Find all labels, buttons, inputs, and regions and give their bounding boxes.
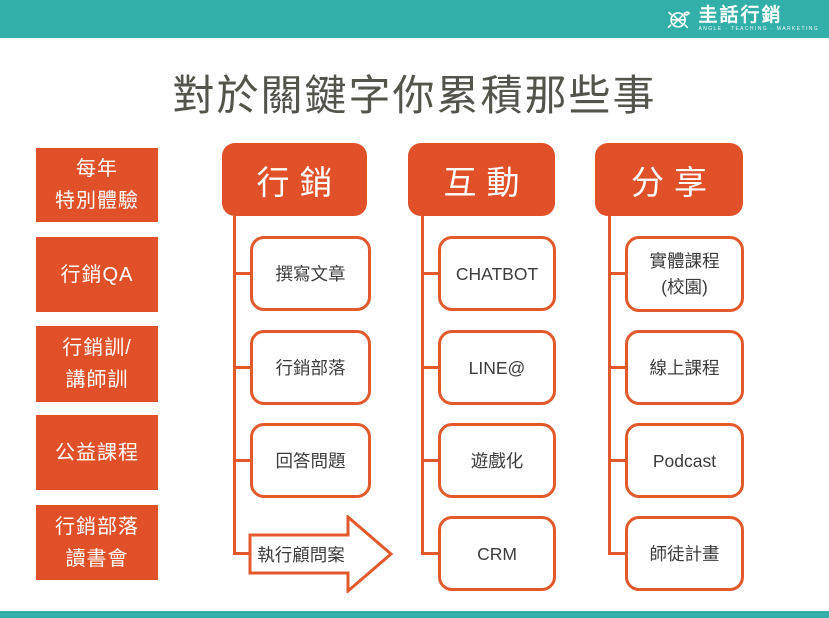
connector-line xyxy=(608,366,625,369)
connector-line xyxy=(233,216,236,554)
child-box-answer-questions: 回答問題 xyxy=(250,423,371,498)
column-header-interaction: 互動 xyxy=(408,143,555,216)
child-box-crm: CRM xyxy=(438,516,556,591)
connector-line xyxy=(233,366,250,369)
top-bar: 圭話行銷 ANGLE · TEACHING · MARKETING xyxy=(0,0,829,38)
left-box-line: 行銷QA xyxy=(60,263,134,286)
left-box-line: 行銷部落 xyxy=(55,515,139,538)
child-box-mentorship: 師徒計畫 xyxy=(625,516,744,591)
connector-line xyxy=(608,552,625,555)
connector-line xyxy=(608,459,625,462)
connector-line xyxy=(608,272,625,275)
right-arrow-shape xyxy=(248,515,394,593)
child-box-label: 線上課程 xyxy=(649,357,720,378)
column-header-sharing: 分享 xyxy=(595,143,743,216)
left-box-charity-course: 公益課程 xyxy=(36,415,158,490)
child-box-label: 行銷部落 xyxy=(275,357,346,378)
child-box-label: CHATBOT xyxy=(455,263,539,284)
left-box-line: 每年 xyxy=(76,158,118,180)
brand-logo: 圭話行銷 ANGLE · TEACHING · MARKETING xyxy=(665,2,819,36)
left-box-line: 特別體驗 xyxy=(55,190,139,212)
child-box-label: (校園) xyxy=(661,277,708,297)
child-box-marketing-blog: 行銷部落 xyxy=(250,330,371,405)
arrow-label: 執行顧問案 xyxy=(257,544,345,565)
child-box-label: 遊戲化 xyxy=(470,450,524,471)
left-box-marketing-qa: 行銷QA xyxy=(36,237,158,312)
connector-line xyxy=(421,552,438,555)
brand-text: 圭話行銷 ANGLE · TEACHING · MARKETING xyxy=(698,6,819,32)
child-box-label: CRM xyxy=(477,543,517,564)
connector-line xyxy=(421,272,438,275)
connector-line xyxy=(421,216,424,554)
child-box-gamification: 遊戲化 xyxy=(438,423,556,498)
child-box-label: Podcast xyxy=(652,450,717,471)
child-box-physical-course: 實體課程 (校園) xyxy=(625,236,744,312)
left-box-line: 公益課程 xyxy=(55,441,139,464)
connector-line xyxy=(233,272,250,275)
brand-tagline: ANGLE · TEACHING · MARKETING xyxy=(698,26,819,32)
arrow-consulting-cases: 執行顧問案 xyxy=(248,515,394,593)
child-box-label: 實體課程 xyxy=(649,251,720,271)
left-box-annual-experience: 每年 特別體驗 xyxy=(36,148,158,222)
bottom-bar xyxy=(0,611,829,618)
child-box-write-articles: 撰寫文章 xyxy=(250,236,371,311)
child-box-podcast: Podcast xyxy=(625,423,744,498)
child-box-label: LINE@ xyxy=(468,357,526,378)
left-box-line: 行銷訓/ xyxy=(62,337,132,359)
column-header-marketing: 行銷 xyxy=(222,143,367,216)
left-box-book-club: 行銷部落 讀書會 xyxy=(36,505,158,580)
child-box-line-at: LINE@ xyxy=(438,330,556,405)
brand-name: 圭話行銷 xyxy=(698,5,783,26)
connector-line xyxy=(608,216,611,554)
connector-line xyxy=(421,459,438,462)
child-box-label: 回答問題 xyxy=(275,450,346,471)
left-box-line: 讀書會 xyxy=(65,547,129,570)
connector-line xyxy=(421,366,438,369)
turtle-icon xyxy=(668,11,691,29)
connector-line xyxy=(233,459,250,462)
page-title: 對於關鍵字你累積那些事 xyxy=(172,72,657,119)
child-box-chatbot: CHATBOT xyxy=(438,236,556,311)
child-box-label: 師徒計畫 xyxy=(649,543,720,564)
child-box-online-course: 線上課程 xyxy=(625,330,744,405)
left-box-training: 行銷訓/ 講師訓 xyxy=(36,326,158,402)
child-box-label: 撰寫文章 xyxy=(275,263,346,284)
left-box-line: 講師訓 xyxy=(65,369,129,391)
connector-line xyxy=(233,552,250,555)
